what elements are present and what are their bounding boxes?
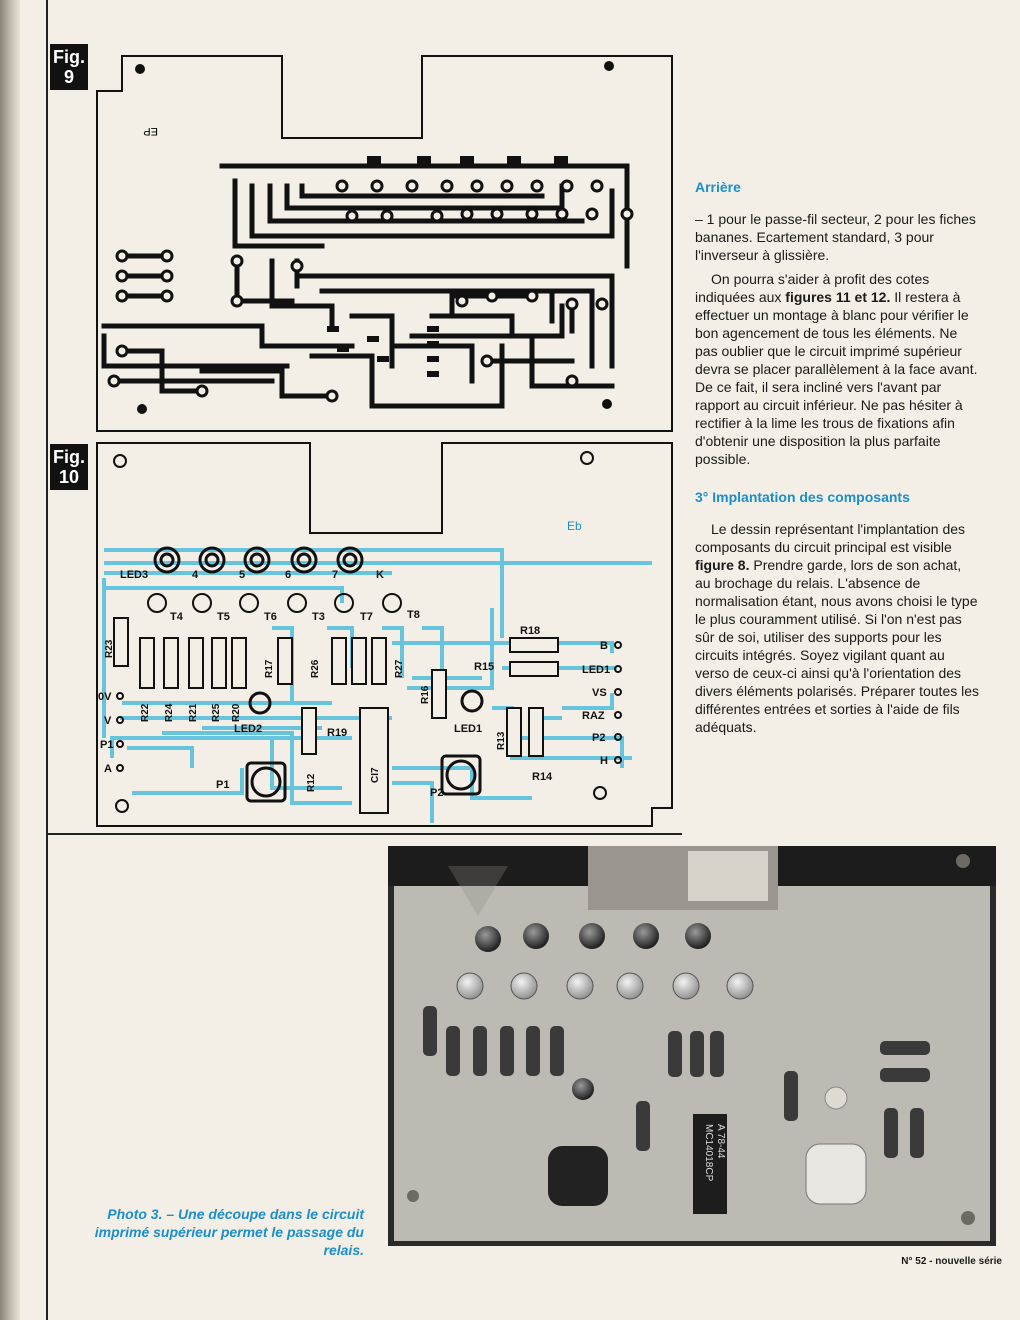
fig10-tag-number: 10	[58, 467, 80, 487]
fig10-board-mark: Eb	[567, 519, 582, 533]
label-t3: T3	[312, 611, 325, 623]
figure-ref-8: figure 8.	[695, 557, 750, 573]
photo-resistors	[423, 1006, 930, 1158]
label-led3: LED3	[120, 569, 148, 581]
paragraph-montage-part2: Il restera à effectuer un montage à blan…	[695, 289, 978, 467]
label-led6: 6	[285, 569, 291, 581]
label-r21: R21	[188, 703, 199, 722]
fig9-tag: Fig. 9	[50, 44, 88, 90]
label-t5: T5	[217, 611, 230, 623]
label-r13: R13	[496, 731, 507, 750]
fig10-ic-ci7	[359, 707, 389, 814]
photo-led2	[572, 1078, 594, 1100]
photo-pushbutton-p2	[805, 1143, 867, 1205]
fig10-tag-label: Fig.	[53, 447, 85, 467]
photo-leds-row	[475, 923, 711, 952]
fig10-led1	[460, 689, 484, 713]
label-r18: R18	[520, 625, 540, 637]
label-led2: LED2	[234, 723, 262, 735]
label-t8: T8	[407, 609, 420, 621]
label-p1: P1	[216, 779, 229, 791]
pad-label-a: A	[104, 763, 112, 775]
fig9-pcb-artwork: EP	[96, 55, 673, 432]
label-r20: R20	[231, 703, 242, 722]
label-r12: R12	[306, 773, 317, 792]
figure-ref-11-12: figures 11 et 12.	[785, 289, 891, 305]
photo-3-board: MC14018CP A 78-44	[388, 846, 996, 1246]
fig10-resistors	[113, 617, 559, 757]
label-r17: R17	[264, 659, 275, 678]
pad-label-0v: 0V	[98, 691, 112, 703]
label-t7: T7	[360, 611, 373, 623]
label-r26: R26	[310, 659, 321, 678]
paragraph-implantation-part1: Le dessin représentant l'implantation de…	[695, 521, 966, 555]
label-led5: 5	[239, 569, 245, 581]
photo-transistors-row	[456, 972, 754, 1000]
page-spine-shadow	[0, 0, 20, 1320]
page-number: N° 52 - nouvelle série	[901, 1256, 1002, 1267]
figure-separator-rule	[46, 833, 682, 835]
fig10-tag: Fig. 10	[50, 444, 88, 490]
fig10-led-row	[153, 546, 364, 574]
fig10-mount-holes	[113, 451, 607, 813]
fig10-implantation-artwork: Eb	[96, 442, 673, 827]
photo-led1	[824, 1086, 848, 1110]
pad-label-p1: P1	[100, 739, 113, 751]
fig10-board-outline	[96, 442, 673, 827]
label-r27: R27	[394, 659, 405, 678]
label-t4: T4	[170, 611, 184, 623]
paragraph-montage-part1: On pourra s'aider à profit des cotes ind…	[695, 271, 930, 305]
label-t6: T6	[264, 611, 277, 623]
fig9-mount-holes	[135, 61, 614, 414]
label-led4: 4	[192, 569, 199, 581]
pad-label-b: B	[600, 640, 608, 652]
arriere-text: – 1 pour le passe-fil secteur, 2 pour le…	[695, 211, 976, 263]
section-title-arriere: Arrière	[695, 179, 741, 195]
pad-label-raz: RAZ	[582, 710, 605, 722]
photo-ic-chip: MC14018CP A 78-44	[693, 1114, 727, 1214]
label-r14: R14	[532, 771, 553, 783]
label-r24: R24	[164, 703, 175, 722]
pad-label-p2: P2	[592, 732, 605, 744]
paragraph-implantation: Le dessin représentant l'implantation de…	[695, 520, 980, 736]
fig10-led2	[248, 691, 272, 715]
pad-label-vs: VS	[592, 687, 607, 699]
photo-pushbutton-p1	[548, 1146, 608, 1206]
label-led7: 7	[332, 569, 338, 581]
label-r19: R19	[327, 727, 347, 739]
pad-label-v: V	[104, 715, 112, 727]
chip-marking-line1: MC14018CP	[703, 1124, 714, 1182]
label-r15: R15	[474, 661, 494, 673]
fig9-tag-number: 9	[63, 67, 74, 87]
fig10-pushbuttons	[245, 754, 482, 803]
label-r25: R25	[211, 703, 222, 722]
chip-marking-line2: A 78-44	[715, 1124, 726, 1159]
label-p2: P2	[430, 787, 443, 799]
pad-label-h: H	[600, 755, 608, 767]
fig10-transistors	[147, 593, 402, 613]
label-k: K	[376, 569, 384, 581]
paragraph-implantation-part2: Prendre garde, lors de son achat, au bro…	[695, 557, 980, 735]
paragraph-montage: On pourra s'aider à profit des cotes ind…	[695, 270, 980, 468]
left-rule	[46, 0, 48, 1320]
label-r23: R23	[104, 639, 115, 658]
pad-label-led1: LED1	[582, 664, 610, 676]
photo-caption: Photo 3. – Une découpe dans le circuit i…	[94, 1206, 364, 1258]
fig9-tag-label: Fig.	[53, 47, 85, 67]
fig9-board-mark: EP	[143, 125, 158, 137]
label-led1: LED1	[454, 723, 482, 735]
label-r16: R16	[420, 685, 431, 704]
section-title-implantation: 3° Implantation des composants	[695, 489, 910, 505]
article-column: Arrière – 1 pour le passe-fil secteur, 2…	[695, 178, 980, 742]
label-ci7: CI7	[370, 767, 381, 783]
fig9-board-outline	[96, 55, 673, 432]
label-r22: R22	[140, 703, 151, 722]
